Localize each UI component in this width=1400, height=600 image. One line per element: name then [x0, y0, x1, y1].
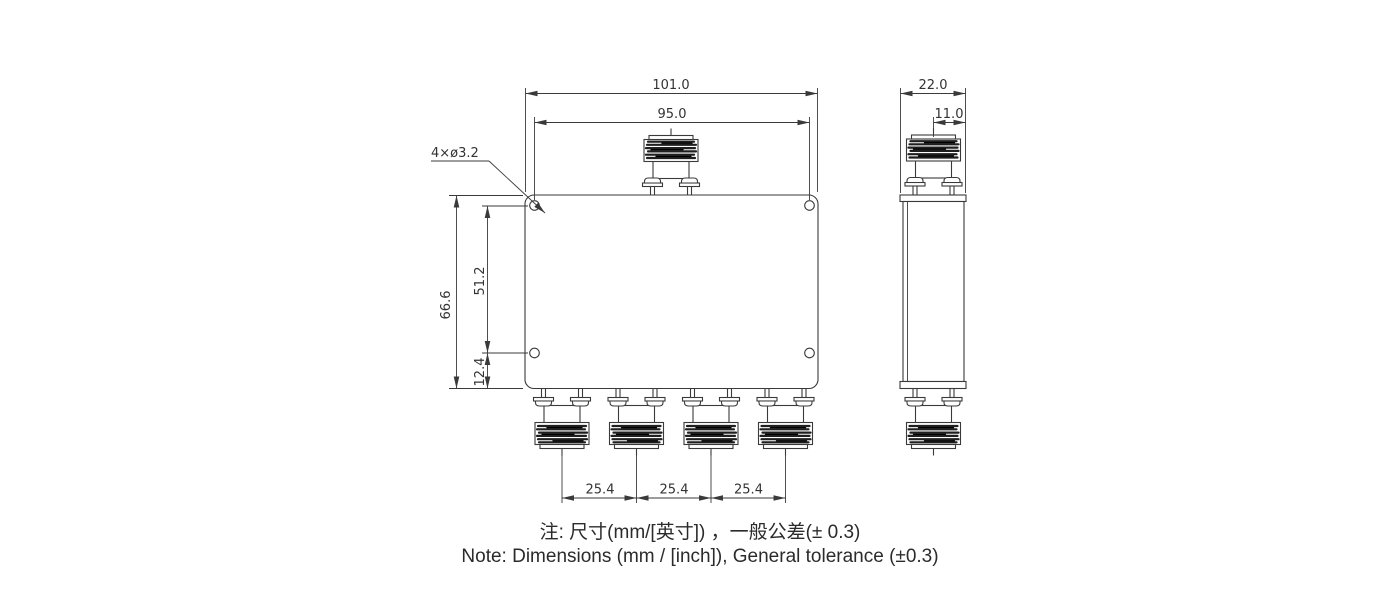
notes-block: 注: 尺寸(mm/[英寸]) ，一般公差(± 0.3) Note: Dimens…: [0, 521, 1400, 568]
mounting-hole-top-left: [529, 200, 540, 211]
dim-hole-offset-label: 12.4: [473, 358, 488, 387]
dim-port-pitch-label-1: 25.4: [586, 483, 615, 498]
mounting-hole-bottom-left: [529, 347, 540, 359]
dim-front-height-label: 66.6: [439, 291, 454, 320]
mounting-hole-bottom-right: [804, 347, 815, 359]
dim-hole-span-label: 95.0: [658, 107, 687, 122]
side-body-outline: [902, 200, 965, 383]
front-view: [524, 127, 819, 457]
side-bottom-flange: [899, 380, 967, 390]
front-body-outline: [524, 194, 819, 390]
dim-port-pitch: 25.4 25.4 25.4: [561, 449, 786, 503]
dimensions: 101.0 95.0 22.0 11.0: [431, 78, 966, 503]
dim-port-center-label: 11.0: [935, 107, 964, 122]
hole-callout: 4×ø3.2: [431, 146, 546, 214]
rf-connector-port4: [755, 387, 816, 457]
note-line-zh: 注: 尺寸(mm/[英寸]) ，一般公差(± 0.3): [539, 522, 861, 543]
dim-port-pitch-label-2: 25.4: [660, 483, 689, 498]
dim-front-width: 101.0: [525, 78, 818, 192]
mounting-hole-top-right: [804, 200, 815, 211]
rf-connector-side-top: [903, 126, 964, 197]
note-line-en: Note: Dimensions (mm / [inch]), General …: [461, 545, 939, 567]
dim-port-center: 11.0: [933, 107, 966, 137]
rf-connector-port1: [532, 387, 592, 457]
side-view: [899, 126, 967, 457]
dim-hole-span: 95.0: [534, 107, 810, 200]
dim-hole-span-v: 51.2: [473, 205, 528, 354]
side-top-flange: [899, 194, 967, 203]
dim-front-width-label: 101.0: [652, 78, 689, 93]
dim-hole-offset: 12.4: [473, 353, 491, 389]
rf-connector-port2: [606, 387, 667, 457]
dim-front-height: 66.6: [439, 195, 523, 389]
hole-callout-label: 4×ø3.2: [431, 146, 479, 161]
dim-side-depth: 22.0: [900, 78, 966, 193]
dim-side-depth-label: 22.0: [919, 78, 948, 93]
rf-connector-input: [641, 127, 701, 197]
rf-connector-port3: [681, 387, 741, 457]
dim-port-pitch-label-3: 25.4: [734, 483, 763, 498]
rf-connector-side-bottom: [903, 387, 964, 457]
dim-hole-span-v-label: 51.2: [473, 267, 488, 296]
